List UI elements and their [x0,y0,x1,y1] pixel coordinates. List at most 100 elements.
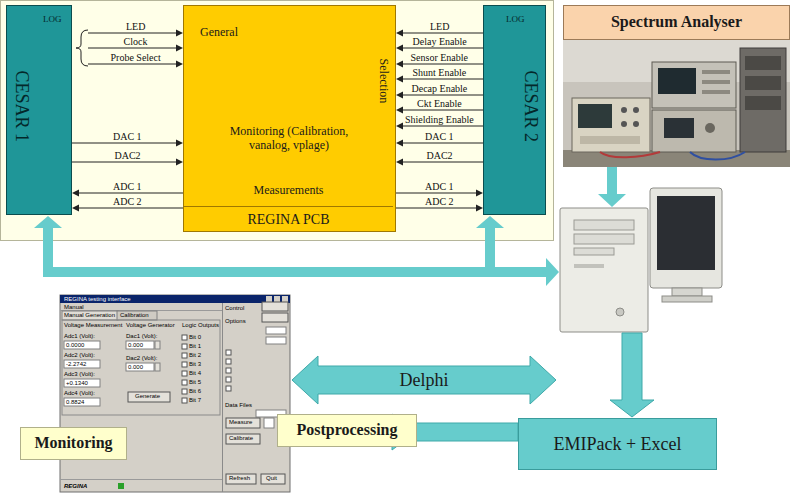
vertical-label: CESAR 2 [520,70,541,142]
lab-photo-part [702,70,730,74]
data-link-arrow-part [476,216,504,228]
box-label: EMIPack + Excel [553,434,681,455]
computer-part [616,308,624,316]
computer-part [672,288,702,296]
software-screenshot-part [266,337,286,344]
software-screenshot-part [266,296,272,302]
box-label: General [200,26,238,40]
lab-photo-part [664,118,694,138]
lab-photo-part [572,98,650,152]
log-brace-part [76,30,88,66]
screen-text: Adc3 (Volt): [64,371,95,378]
lab-photo-part [563,40,790,167]
computer-part [657,196,715,270]
screen-text: Options [225,318,246,325]
lab-photo-part [633,107,639,113]
signal-name: Delay Enable [413,36,467,47]
screen-text: Dac2 (Volt): [126,355,157,362]
box-label: Monitoring (Calibration, vanalog, vplage… [209,125,369,153]
software-screenshot-part [64,379,100,387]
signal-line [402,110,483,111]
signal-line [402,64,483,65]
computer-part [650,188,722,288]
screen-text: Bit 1 [189,343,201,350]
data-link-arrow-part [546,258,559,286]
process-box: EMIPack + Excel [518,418,717,470]
arrow-head [176,140,183,147]
signal-name: LED [430,21,449,32]
data-link-arrow-part [598,194,626,207]
screen-text: Bit 0 [189,334,201,341]
log-brace [76,30,88,66]
box-label: Postprocessing [296,421,397,439]
arrow-head [72,190,79,197]
process-box: Postprocessing [277,414,417,447]
signal-line [88,48,177,49]
computer-part [574,234,634,244]
signal-name: ADC 2 [113,196,142,207]
screen-text: Control [225,305,244,312]
arrow-head [176,159,183,166]
arrow-head [396,61,403,68]
signal-name: Clock [124,36,148,47]
signal-name: DAC 1 [113,131,142,142]
data-link-arrow-part [610,333,654,417]
lab-photo-part [621,121,627,127]
box-label: Spectrum Analyser [611,13,742,31]
signal-name: ADC 1 [113,181,142,192]
software-screenshot-part [282,296,288,302]
lab-photo-part [621,107,627,113]
software-screenshot-part [182,362,187,367]
lab-photo-part [745,56,781,70]
screen-text: +0.1340 [66,380,88,387]
lab-photo-part [600,152,660,157]
signal-line [402,95,483,96]
signal-line [396,208,477,209]
screen-text: Bit 5 [189,379,201,386]
lab-photo-part [740,48,786,152]
data-link-arrow-part [34,216,62,228]
lab-photo-part [705,123,715,133]
screen-text: REGINA [64,483,87,490]
signal-line [402,143,483,144]
software-screenshot-part [182,353,187,358]
signal-line [72,143,177,144]
board-panel-part [1,1,554,241]
screen-text: Voltage Measurement [64,322,122,329]
signal-name: Ckt Enable [417,98,462,109]
signal-line [402,162,483,163]
software-screenshot-part [118,483,124,489]
software-screenshot-part [226,386,231,391]
lab-photo-part [578,104,612,128]
signal-line [88,64,177,65]
software-screenshot-part [262,302,288,311]
arrow-head [72,205,79,212]
lab-photo-part [690,152,745,160]
software-screenshot-part [64,360,100,368]
box-label: LOG [506,14,525,24]
arrow-head [396,92,403,99]
software-screenshot-part [226,474,256,484]
screen-text: Manual [64,304,84,311]
lab-photo-part [633,121,639,127]
software-screenshot-part [226,350,231,355]
computer-part [574,264,604,268]
software-screenshot-part [182,398,187,403]
screen-text: Adc1 (Volt): [64,333,95,340]
software-screenshot-part [261,474,285,484]
signal-name: Decap Enable [412,83,468,94]
lab-photo-part [652,62,736,108]
software-screenshot-part [60,479,222,480]
lab-photo-part [745,76,781,90]
screen-text: 0.8824 [66,399,84,406]
data-link-arrow-part [48,226,548,272]
software-screenshot-part [222,303,223,492]
screen-text: 0.000 [128,342,143,349]
software-screenshot-part [226,418,260,428]
screen-text: Adc2 (Volt): [64,352,95,359]
vertical-label: Selection [376,59,390,104]
software-screenshot-part [226,434,260,444]
lab-photo-part [580,136,640,144]
software-screenshot-part [60,295,290,492]
